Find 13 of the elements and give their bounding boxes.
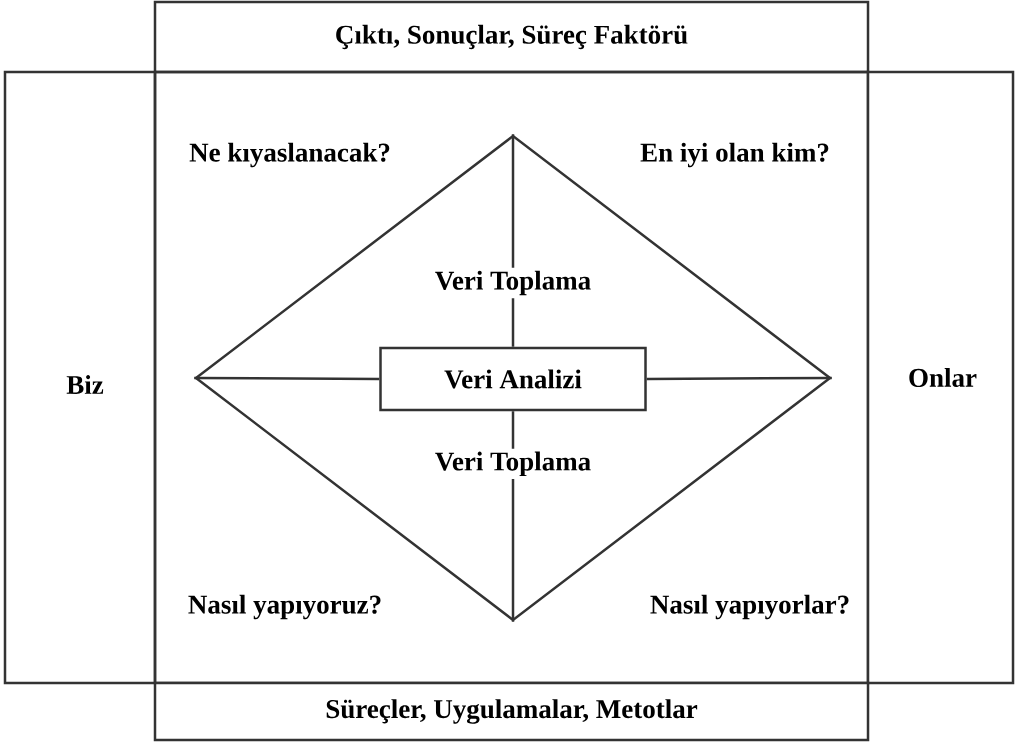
edge-label: Veri Toplama (431, 267, 595, 299)
footer-band: Süreçler, Uygulamalar, Metotlar (153, 681, 870, 742)
header-band: Çıktı, Sonuçlar, Süreç Faktörü (153, 0, 870, 74)
connector-line (646, 376, 832, 381)
question-label: Ne kıyaslanacak? (189, 142, 390, 168)
question-label: Nasıl yapıyoruz? (188, 594, 381, 620)
question-label: Nasıl yapıyorlar? (650, 594, 849, 620)
question-label: En iyi olan kim? (640, 142, 829, 168)
side-panel: Onlar (866, 70, 1015, 685)
side-panel: Biz (3, 70, 157, 685)
process-box: Veri Analizi (379, 346, 647, 412)
connector-line (194, 376, 380, 381)
edge-label: Veri Toplama (431, 448, 595, 480)
